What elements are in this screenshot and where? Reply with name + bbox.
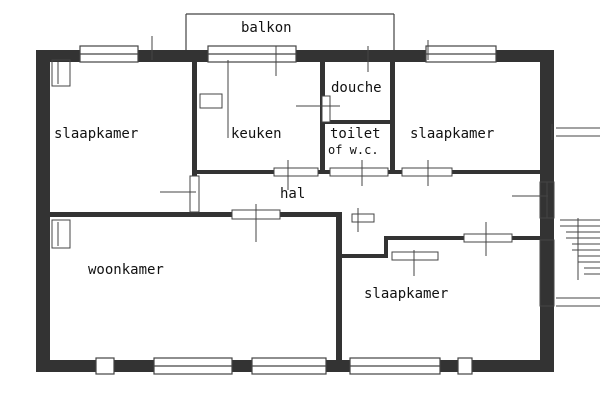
room-label-hal: hal [280,186,305,202]
exterior-stairs [556,127,600,307]
room-label-slaapkamer-nw: slaapkamer [54,126,138,142]
room-label-woonkamer: woonkamer [88,262,164,278]
fixtures [51,59,555,307]
balcony-outline [185,13,395,50]
door-ticks [151,36,553,276]
room-label-toilet-wc: of w.c. [328,143,379,157]
room-label-keuken: keuken [231,126,282,142]
room-label-balkon: balkon [241,20,292,36]
room-label-douche: douche [331,80,382,96]
top-windows [79,45,497,63]
interior-walls [46,60,545,362]
room-label-slaapkamer-se: slaapkamer [364,286,448,302]
room-label-toilet: toilet [330,126,381,142]
outer-walls [36,50,554,372]
bottom-windows [95,357,473,375]
room-label-slaapkamer-ne: slaapkamer [410,126,494,142]
